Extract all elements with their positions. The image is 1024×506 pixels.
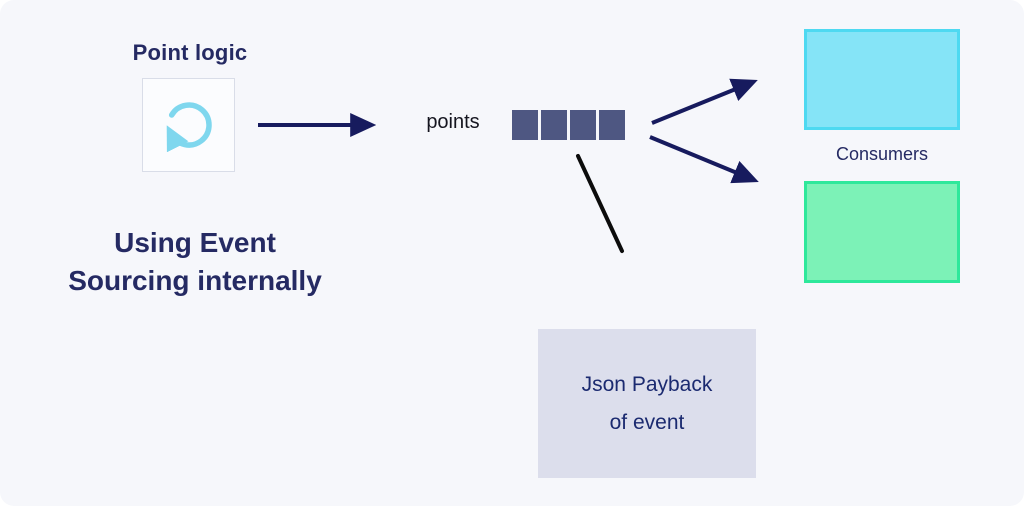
- rotate-refresh-icon: [166, 102, 212, 153]
- json-payback-line-2: of event: [609, 410, 685, 434]
- queue-item: [599, 110, 625, 140]
- fan-arrow-top-consumer: [651, 78, 758, 125]
- payload-connector-line: [576, 154, 624, 253]
- queue-item: [541, 110, 567, 140]
- event-queue: [512, 110, 625, 140]
- consumer-node-bottom: [804, 181, 960, 283]
- diagram-caption: Using Event Sourcing internally: [40, 224, 350, 300]
- queue-item: [512, 110, 538, 140]
- consumer-node-top: [804, 29, 960, 130]
- point-logic-label: Point logic: [132, 40, 248, 65]
- points-label: points: [426, 111, 480, 133]
- caption-line-2: Sourcing internally: [68, 265, 322, 296]
- caption-line-1: Using Event: [114, 227, 276, 258]
- consumers-label: Consumers: [835, 144, 929, 164]
- json-payback-line-1: Json Payback: [581, 372, 713, 396]
- queue-item: [570, 110, 596, 140]
- json-payback-panel: Json Payback of event: [538, 329, 756, 478]
- point-logic-node: [142, 78, 235, 172]
- fan-arrow-bottom-consumer: [649, 135, 759, 184]
